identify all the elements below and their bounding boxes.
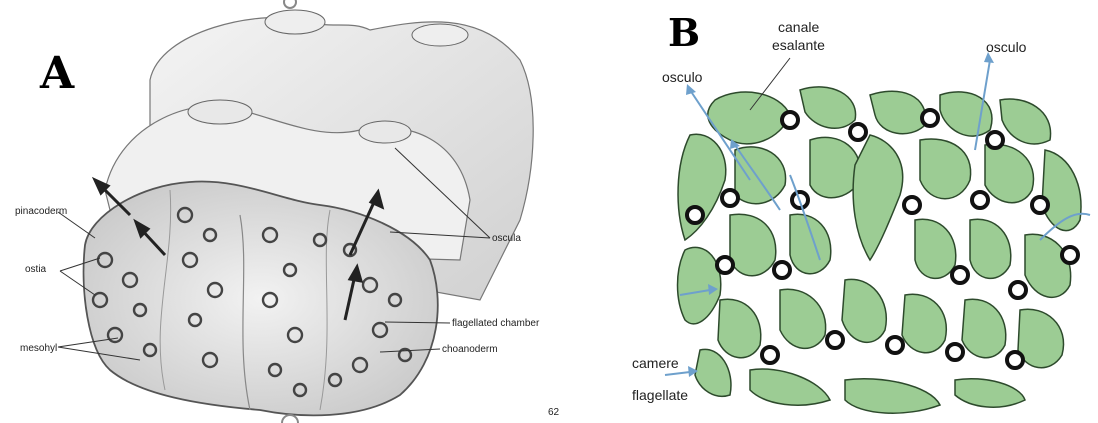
flagellated-chamber-label: flagellated chamber <box>452 318 540 329</box>
camere-label-line1: camere <box>632 355 679 371</box>
camere-label-line2: flagellate <box>632 387 688 403</box>
oscula-label: oscula <box>492 233 521 244</box>
osculum-middle-left <box>188 100 252 124</box>
osculum-top-right <box>412 24 468 46</box>
leuconoid-section-drawing: canale esalante osculo osculo camere fla… <box>630 0 1098 423</box>
osculo-right-label: osculo <box>986 39 1027 55</box>
canale-label-line1: canale <box>778 19 819 35</box>
panel-b-sponge-diagram: canale esalante osculo osculo camere fla… <box>630 0 1098 423</box>
ostia-label: ostia <box>25 264 47 275</box>
pinacoderm-label: pinacoderm <box>15 206 67 217</box>
panel-a-letter: A <box>40 48 74 99</box>
panel-a-sponge-sketch: pinacoderm ostia mesohyl oscula flagella… <box>0 0 590 423</box>
osculum-middle-right <box>359 121 411 143</box>
page-corner-mark: 62 <box>548 407 560 418</box>
mesohyl-label: mesohyl <box>20 343 57 354</box>
osculum-top-back <box>265 10 325 34</box>
choanoderm-label: choanoderm <box>442 344 498 355</box>
canale-label-line2: esalante <box>772 37 825 53</box>
osculo-left-label: osculo <box>662 69 703 85</box>
panel-b-letter: B <box>668 10 700 55</box>
sponge-sketch-drawing: pinacoderm ostia mesohyl oscula flagella… <box>0 0 590 423</box>
